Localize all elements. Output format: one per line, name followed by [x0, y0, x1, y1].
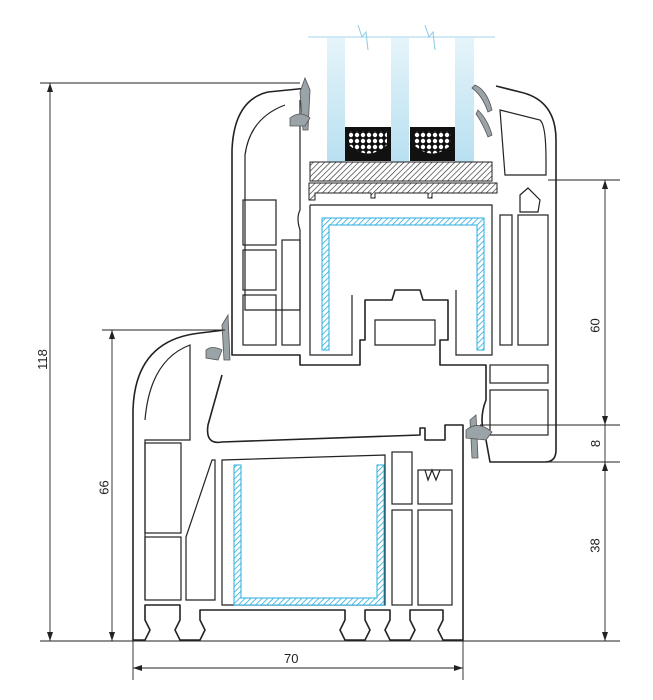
gaskets	[205, 76, 493, 459]
dimension-depth: 70	[284, 651, 299, 666]
sash-profile	[231, 85, 557, 463]
dimension-frame-lower: 38	[587, 538, 603, 553]
dimension-lines	[40, 82, 620, 680]
dimension-overall-height: 118	[34, 349, 50, 370]
dimension-sash-height: 60	[587, 318, 603, 333]
glass-panes	[308, 24, 495, 162]
frame-profile	[132, 329, 464, 641]
dimension-frame-height: 66	[96, 480, 112, 495]
dimension-overlap: 8	[588, 439, 604, 448]
sash-reinforcement	[321, 217, 485, 351]
glazing-blocks	[308, 161, 498, 201]
frame-reinforcement	[233, 464, 385, 606]
spacer-bars	[345, 127, 455, 161]
